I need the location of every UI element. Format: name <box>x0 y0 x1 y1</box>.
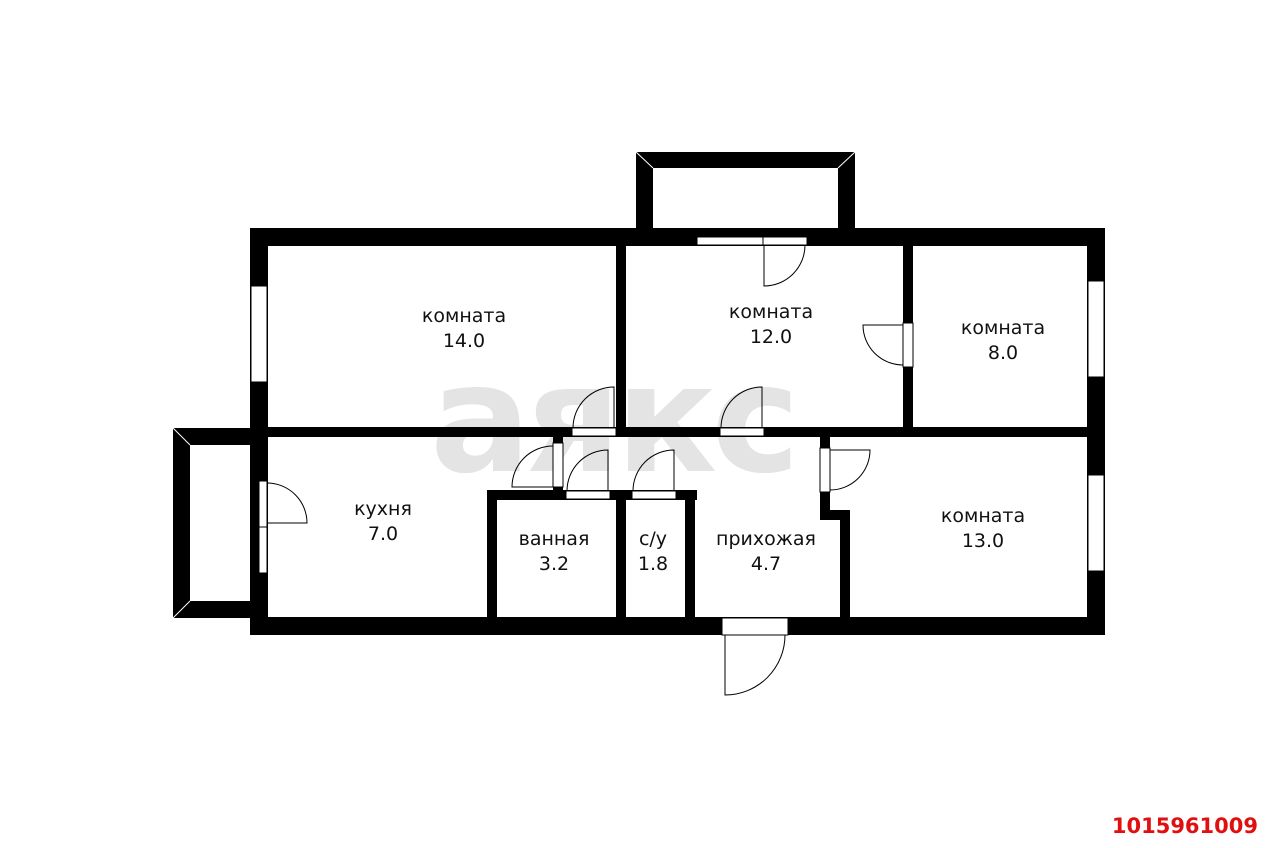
balcony-left <box>172 427 258 619</box>
room-name: комната <box>421 305 507 327</box>
room-kitchen: кухня 7.0 <box>354 497 412 547</box>
room-bathroom: ванная 3.2 <box>519 527 590 577</box>
room-area: 8.0 <box>987 342 1019 364</box>
room-area: 1.8 <box>637 553 669 575</box>
room-area: 12.0 <box>749 326 793 348</box>
room-area: 4.7 <box>750 553 782 575</box>
balcony-top <box>635 151 856 238</box>
room-name: комната <box>728 301 814 323</box>
room-living-12: комната 12.0 <box>729 300 813 350</box>
room-name: ванная <box>518 528 590 550</box>
room-name: с/у <box>638 528 668 550</box>
room-hallway: прихожая 4.7 <box>716 527 816 577</box>
room-toilet: с/у 1.8 <box>638 527 668 577</box>
watermark-logo: аякс <box>430 333 800 507</box>
listing-id: 1015961009 <box>1111 814 1258 838</box>
door-swings <box>266 244 904 696</box>
room-area: 3.2 <box>538 553 570 575</box>
room-living-13: комната 13.0 <box>941 504 1025 554</box>
room-name: комната <box>940 505 1026 527</box>
room-name: комната <box>960 317 1046 339</box>
room-area: 13.0 <box>961 530 1005 552</box>
room-area: 7.0 <box>367 523 399 545</box>
room-name: кухня <box>354 498 412 520</box>
door-openings <box>258 236 914 636</box>
room-living-14: комната 14.0 <box>422 304 506 354</box>
room-living-8: комната 8.0 <box>961 316 1045 366</box>
room-name: прихожая <box>716 528 816 550</box>
room-area: 14.0 <box>442 330 486 352</box>
interior-walls <box>250 240 1105 620</box>
